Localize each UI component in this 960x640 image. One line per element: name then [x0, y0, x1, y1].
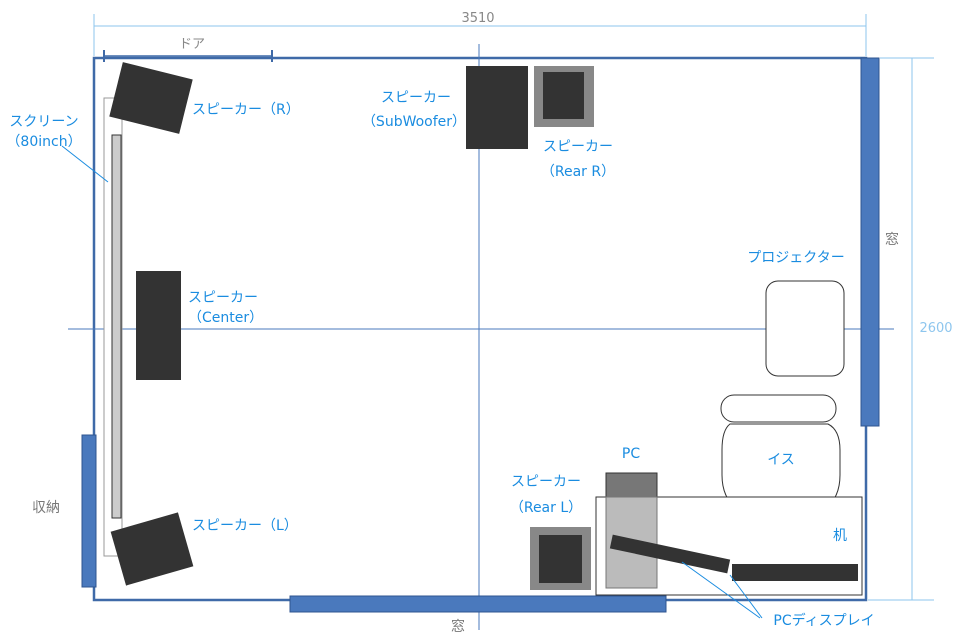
- window-bottom-label: 窓: [451, 618, 465, 635]
- width-dimension: 3510: [93, 11, 867, 56]
- screen-leader-line: [61, 145, 109, 183]
- speaker-r: [109, 62, 193, 134]
- storage-label: 収納: [32, 500, 60, 516]
- speaker-rear-r-inner: [543, 72, 584, 119]
- speaker-r-label: スピーカー（R）: [192, 102, 300, 118]
- speaker-center: [136, 271, 181, 380]
- speaker-l-label: スピーカー（L）: [192, 518, 298, 534]
- window-right-label: 窓: [885, 231, 899, 248]
- speaker-center-label-line1: スピーカー: [188, 290, 258, 306]
- pc-display-1: [609, 534, 731, 574]
- screen-label-line1: スクリーン: [9, 114, 78, 130]
- height-dimension: 2600: [868, 57, 953, 601]
- desk-label: 机: [833, 528, 847, 544]
- subwoofer: [466, 66, 528, 149]
- width-dimension-label: 3510: [461, 11, 494, 26]
- window-bottom: [289, 595, 667, 613]
- subwoofer-label-line2: （SubWoofer）: [362, 114, 466, 130]
- door-label: ドア: [179, 37, 205, 52]
- pc-display-leader-2: [729, 574, 763, 619]
- projector: [765, 280, 845, 377]
- window-right: [860, 57, 880, 427]
- door-marker: ドア: [103, 37, 273, 62]
- screen-label-line2: （80inch）: [6, 134, 81, 150]
- subwoofer-label-line1: スピーカー: [381, 90, 451, 106]
- speaker-l: [110, 512, 194, 586]
- speaker-rear-l-label-line1: スピーカー: [511, 474, 581, 490]
- speaker-rear-r-label-line2: （Rear R）: [541, 164, 615, 180]
- speaker-rear-r-label-line1: スピーカー: [543, 139, 613, 155]
- speaker-rear-l-label-line2: （Rear L）: [510, 500, 582, 516]
- pc-display-2: [732, 564, 858, 581]
- height-dimension-label: 2600: [919, 321, 952, 336]
- pc-display-label: PCディスプレイ: [773, 612, 874, 629]
- speaker-rear-l-inner: [539, 535, 582, 583]
- pc: [605, 472, 658, 498]
- storage: [81, 434, 97, 588]
- chair-label: イス: [767, 452, 795, 468]
- speaker-center-label-line2: （Center）: [188, 310, 263, 326]
- pc-label: PC: [622, 446, 640, 462]
- projector-label: プロジェクター: [747, 250, 844, 266]
- pc-display-leader-1: [681, 561, 761, 619]
- chair-back: [720, 394, 837, 423]
- screen: [111, 134, 122, 519]
